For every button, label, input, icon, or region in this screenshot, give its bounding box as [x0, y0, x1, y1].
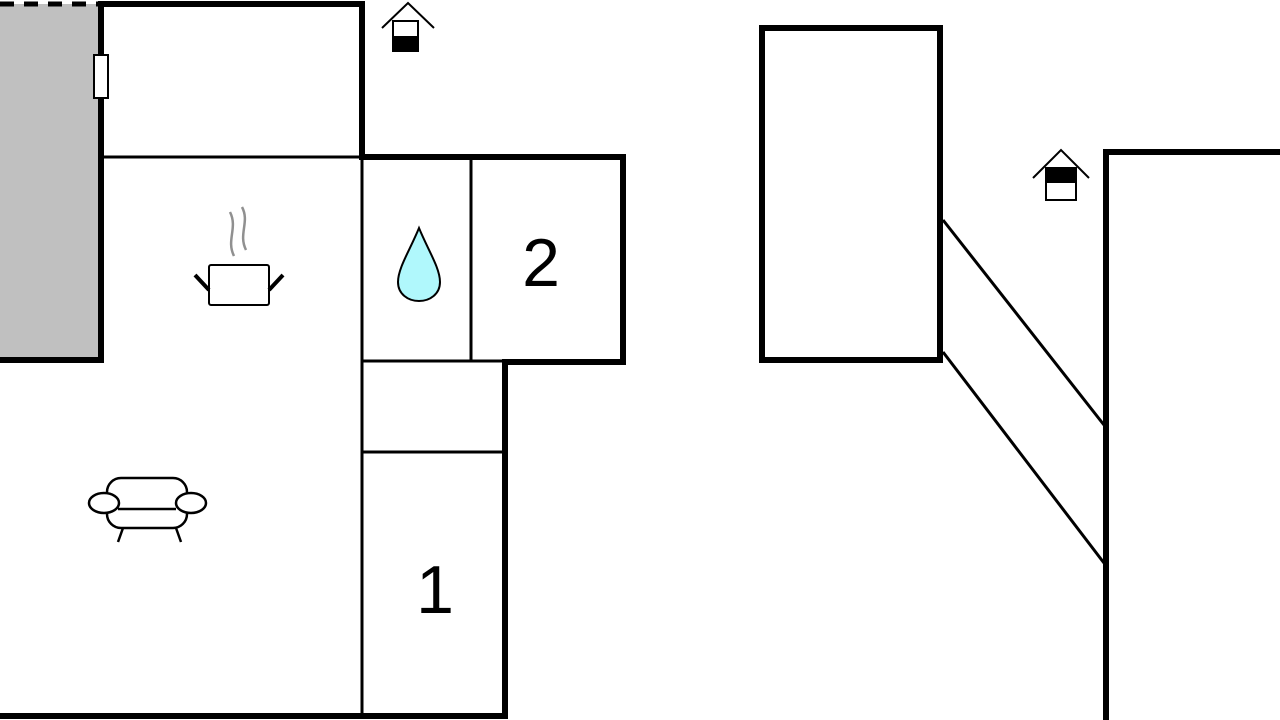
living-room-icon [87, 476, 208, 543]
room-label-1: 1 [416, 552, 454, 628]
kitchen-icon [193, 206, 285, 306]
left-building-walls [0, 1, 626, 719]
walkway [941, 219, 1106, 564]
terrace-area [0, 4, 100, 360]
bathroom-icon [396, 225, 442, 303]
outbuilding [759, 25, 943, 363]
room-label-2: 2 [522, 225, 560, 301]
window [93, 54, 109, 99]
entrance-icon [1032, 148, 1090, 201]
entrance-icon [381, 1, 435, 52]
interior-walls [101, 155, 505, 716]
right-building-walls [1103, 149, 1280, 720]
